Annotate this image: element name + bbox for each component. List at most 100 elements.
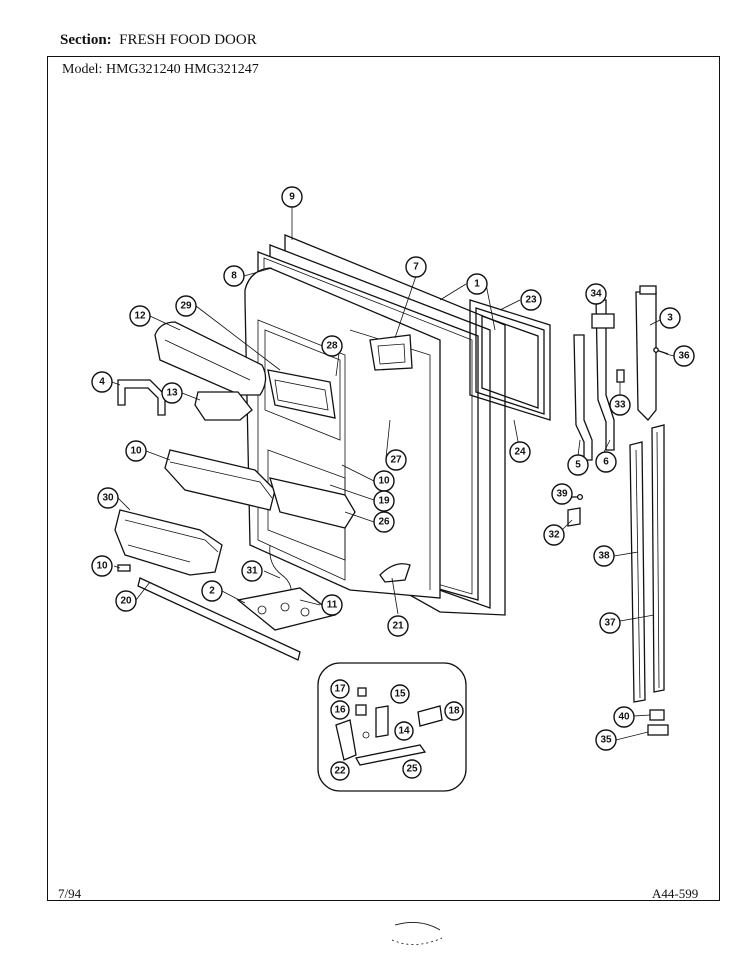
- svg-text:31: 31: [246, 566, 258, 577]
- svg-text:13: 13: [166, 388, 178, 399]
- callout-38: 37: [599, 612, 621, 634]
- block-33: [567, 507, 581, 527]
- svg-text:14: 14: [398, 726, 410, 737]
- svg-text:18: 18: [448, 706, 460, 717]
- handle-bracket: [117, 379, 166, 416]
- svg-text:35: 35: [600, 735, 612, 746]
- callout-17: 16: [330, 700, 350, 720]
- callout-14: 13: [161, 382, 183, 404]
- svg-text:27: 27: [390, 455, 402, 466]
- svg-text:1: 1: [474, 279, 480, 290]
- callout-32: 31: [241, 560, 263, 582]
- model-label: Model:: [62, 62, 103, 77]
- svg-text:3: 3: [667, 313, 673, 324]
- svg-text:20: 20: [120, 596, 132, 607]
- dairy-shelf: [267, 369, 336, 419]
- svg-text:25: 25: [406, 764, 418, 775]
- handle-arms: [573, 299, 615, 461]
- callout-21: 20: [115, 590, 137, 612]
- svg-text:9: 9: [289, 192, 295, 203]
- door-handle-strips: [629, 424, 665, 703]
- svg-text:7: 7: [413, 262, 419, 273]
- callout-41: 40: [613, 706, 635, 728]
- callout-28: 27: [385, 449, 407, 471]
- trim-strip: [137, 577, 301, 661]
- diagram-frame: [47, 56, 720, 901]
- callout-20: 19: [373, 490, 395, 512]
- callout-37: 36: [673, 345, 695, 367]
- svg-text:5: 5: [575, 460, 581, 471]
- callout-40: 39: [551, 483, 573, 505]
- callout-15: 14: [394, 721, 414, 741]
- dairy-door-part: [369, 334, 413, 371]
- callout-34: 33: [609, 394, 631, 416]
- svg-text:29: 29: [180, 301, 192, 312]
- section-value: FRESH FOOD DOOR: [119, 32, 257, 48]
- callout-22: 21: [387, 615, 409, 637]
- callout-12: 11: [321, 594, 343, 616]
- callout-24: 23: [520, 289, 542, 311]
- callout-2: 2: [201, 580, 223, 602]
- svg-text:38: 38: [598, 551, 610, 562]
- svg-text:39: 39: [556, 489, 568, 500]
- diagram-code: A44-599: [652, 886, 699, 901]
- door-stop: [379, 563, 411, 583]
- svg-text:37: 37: [604, 618, 616, 629]
- section-title: Section: FRESH FOOD DOOR: [60, 32, 257, 49]
- callout-7: 7: [405, 256, 427, 278]
- svg-text:16: 16: [334, 705, 346, 716]
- callout-11: 10: [125, 440, 147, 462]
- svg-text:36: 36: [678, 351, 690, 362]
- leader-lines: [111, 206, 675, 741]
- callout-31: 30: [97, 487, 119, 509]
- callout-27: 26: [373, 511, 395, 533]
- svg-text:26: 26: [378, 517, 390, 528]
- svg-text:23: 23: [525, 295, 537, 306]
- callout-26: 25: [402, 759, 422, 779]
- svg-text:10: 10: [378, 476, 390, 487]
- svg-text:12: 12: [134, 311, 146, 322]
- svg-text:21: 21: [392, 621, 404, 632]
- callout-9: 9: [281, 186, 303, 208]
- door-gasket: [469, 299, 551, 421]
- callout-25: 24: [509, 441, 531, 463]
- callout-23: 22: [330, 761, 350, 781]
- callout-10-right: 10: [373, 470, 395, 492]
- callout-33: 32: [543, 524, 565, 546]
- clip-left: [117, 564, 131, 572]
- butter-compartment: [154, 321, 267, 396]
- svg-text:33: 33: [614, 400, 626, 411]
- svg-text:32: 32: [548, 530, 560, 541]
- callout-30: 29: [175, 295, 197, 317]
- svg-text:2: 2: [209, 586, 215, 597]
- callout-18: 17: [330, 679, 350, 699]
- callout-35: 34: [585, 283, 607, 305]
- svg-text:11: 11: [327, 600, 338, 611]
- callout-29: 28: [321, 335, 343, 357]
- svg-text:4: 4: [99, 377, 105, 388]
- callout-19: 18: [444, 701, 464, 721]
- spacer-34: [616, 369, 625, 383]
- revision-date: 7/94: [58, 886, 82, 901]
- screw-37: [653, 347, 669, 355]
- model-numbers: HMG321240 HMG321247: [105, 62, 259, 77]
- callout-10-left: 10: [91, 555, 113, 577]
- svg-text:22: 22: [334, 766, 346, 777]
- callout-4: 4: [91, 371, 113, 393]
- hinge-detail-inset: [317, 662, 467, 792]
- bottom-hinge-parts: [647, 709, 669, 736]
- callout-1: 1: [466, 273, 488, 295]
- callout-8: 8: [223, 265, 245, 287]
- bottom-cover: [236, 587, 337, 631]
- callout-3: 3: [659, 307, 681, 329]
- callout-16: 15: [390, 684, 410, 704]
- callout-5: 5: [567, 454, 589, 476]
- door-shelf-upper: [164, 449, 356, 529]
- callout-36: 35: [595, 729, 617, 751]
- svg-text:6: 6: [603, 457, 609, 468]
- callout-6: 6: [595, 451, 617, 473]
- egg-tray: [194, 391, 253, 421]
- svg-text:10: 10: [96, 561, 108, 572]
- door-shelf-lower: [114, 509, 223, 576]
